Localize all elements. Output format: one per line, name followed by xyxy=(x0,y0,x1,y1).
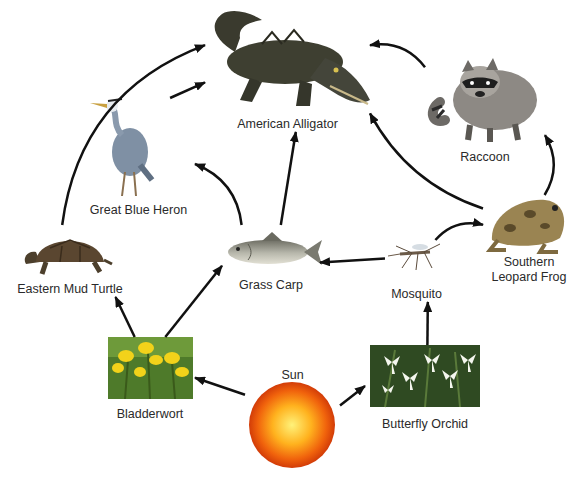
bladderwort-picture xyxy=(108,337,193,399)
energy-arrow xyxy=(195,164,242,225)
organism-node: Bladderwort xyxy=(105,337,195,422)
orchid-picture xyxy=(370,345,480,407)
organism-node: Grass Carp xyxy=(222,225,320,293)
energy-arrow xyxy=(370,44,425,67)
frog-picture xyxy=(490,200,564,252)
organism-label: Mosquito xyxy=(385,287,448,302)
organism-node: Southern Leopard Frog xyxy=(483,195,575,285)
raccoon-picture xyxy=(432,58,537,142)
sun-picture xyxy=(249,382,335,468)
turtle-picture xyxy=(25,240,112,274)
organism-node: Mosquito xyxy=(385,240,448,302)
organism-label: Sun xyxy=(245,368,340,383)
organism-node: Butterfly Orchid xyxy=(365,345,485,432)
energy-arrow xyxy=(62,45,205,225)
organism-node: Great Blue Heron xyxy=(82,98,195,218)
energy-arrow xyxy=(370,113,483,208)
carp-picture xyxy=(228,232,322,265)
heron-picture xyxy=(90,99,152,196)
organism-label: American Alligator xyxy=(205,117,370,132)
energy-arrow xyxy=(340,386,365,406)
energy-arrow xyxy=(435,223,483,240)
organism-label: Grass Carp xyxy=(222,278,320,293)
mosquito-picture xyxy=(388,244,440,270)
energy-arrow xyxy=(281,132,296,225)
organism-label: Bladderwort xyxy=(105,407,195,422)
organism-label: Eastern Mud Turtle xyxy=(5,282,135,297)
organism-label: Great Blue Heron xyxy=(82,203,195,218)
organism-node: Eastern Mud Turtle xyxy=(5,225,135,297)
energy-arrow xyxy=(170,82,205,98)
organism-label: Butterfly Orchid xyxy=(365,417,485,432)
energy-arrow xyxy=(116,297,135,337)
energy-arrow xyxy=(545,135,554,195)
energy-arrow xyxy=(195,378,245,395)
organism-node: American Alligator xyxy=(205,8,370,132)
energy-arrow xyxy=(320,259,385,263)
organism-label: Southern Leopard Frog xyxy=(483,255,575,285)
organism-label: Raccoon xyxy=(425,150,545,165)
organism-node: Raccoon xyxy=(425,50,545,165)
energy-arrow xyxy=(165,266,222,337)
organism-node: Sun xyxy=(245,368,340,475)
alligator-picture xyxy=(215,11,370,106)
energy-arrow xyxy=(426,302,429,345)
